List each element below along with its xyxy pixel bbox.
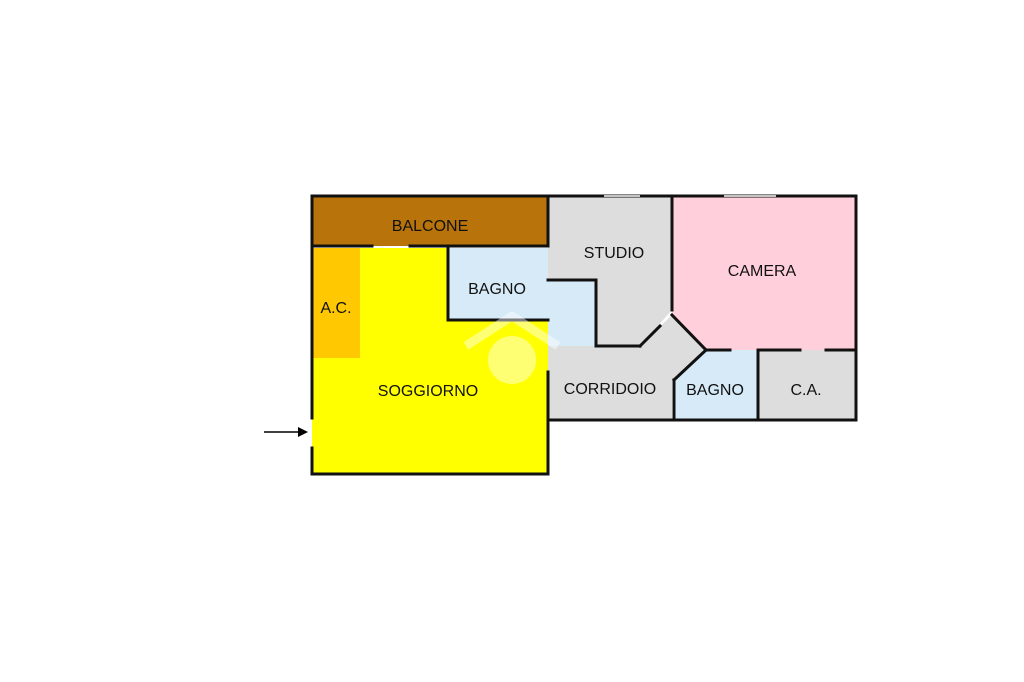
label-soggiorno: SOGGIORNO bbox=[378, 383, 478, 400]
label-camera: CAMERA bbox=[728, 263, 797, 280]
walls bbox=[310, 194, 858, 476]
room-balcone bbox=[312, 196, 548, 246]
label-balcone: BALCONE bbox=[392, 218, 468, 235]
label-bagno-2: BAGNO bbox=[686, 382, 744, 399]
label-ac: A.C. bbox=[320, 300, 351, 317]
house-logo-watermark-icon bbox=[463, 311, 561, 384]
entrance-arrow-icon bbox=[264, 427, 308, 437]
label-corridoio: CORRIDOIO bbox=[564, 381, 656, 398]
label-bagno-1: BAGNO bbox=[468, 281, 526, 298]
room-camera bbox=[672, 196, 856, 350]
label-studio: STUDIO bbox=[584, 245, 644, 262]
room-studio bbox=[548, 196, 672, 346]
room-corridoio bbox=[548, 315, 706, 420]
room-bagno-2 bbox=[674, 350, 758, 420]
room-soggiorno bbox=[312, 248, 548, 474]
room-ac bbox=[312, 248, 360, 358]
room-ca bbox=[758, 350, 856, 420]
label-ca: C.A. bbox=[790, 382, 821, 399]
room-bagno-1 bbox=[448, 248, 596, 346]
